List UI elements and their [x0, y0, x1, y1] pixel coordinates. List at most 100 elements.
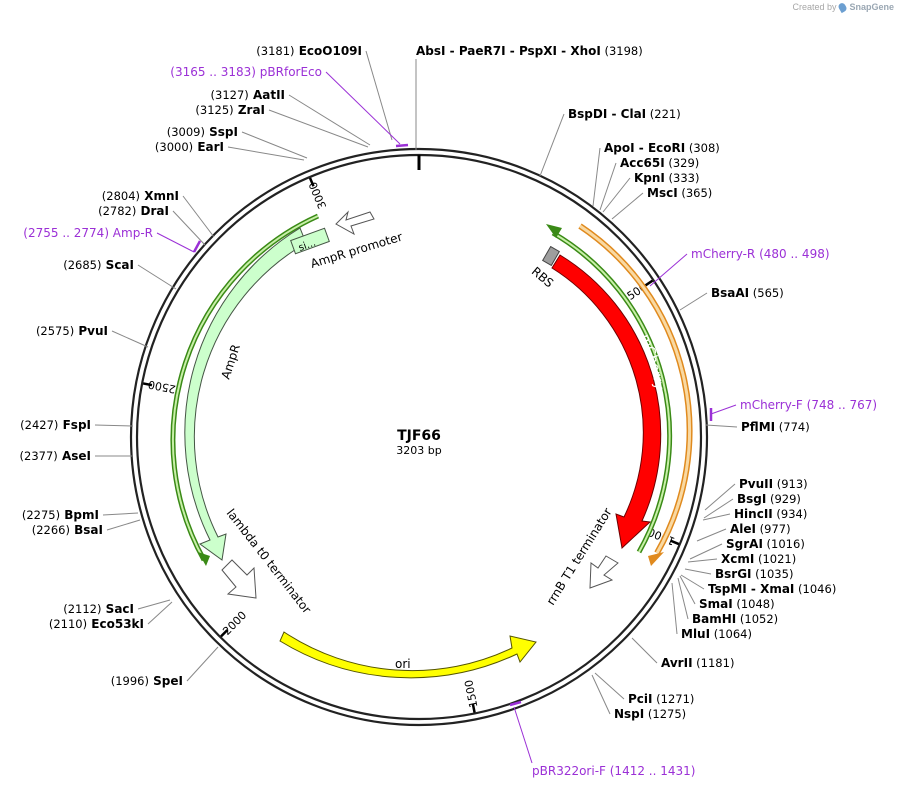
- primer-mark-pbr322ori: [509, 700, 522, 707]
- site-label-part: pBR322ori-F (1412 .. 1431): [532, 764, 695, 778]
- site-label-bsrgi: BsrGI (1035): [715, 567, 793, 581]
- site-label-part: (2685): [63, 258, 101, 272]
- leader-line-ampr-primer: [156, 232, 195, 253]
- backbone-outer-ring: [129, 147, 709, 727]
- site-label-part: Eco53kI: [87, 617, 144, 631]
- leader-line-smai: [679, 575, 696, 605]
- leader-line-eco53ki: [147, 601, 173, 625]
- primer-mark-pbrforeco: [395, 143, 409, 148]
- site-label-eari: (3000) EarI: [155, 140, 224, 154]
- site-label-part: (1021): [754, 552, 796, 566]
- site-label-bsgi: BsgI (929): [737, 492, 801, 506]
- site-label-part: (333): [665, 171, 700, 185]
- site-label-part: XmaI: [760, 582, 794, 596]
- site-label-kpni: KpnI (333): [634, 171, 700, 185]
- site-label-part: PflMI: [741, 420, 775, 434]
- site-label-part: (3000): [155, 140, 193, 154]
- site-label-part: (774): [775, 420, 810, 434]
- ori-arrow: [279, 631, 537, 679]
- site-label-alei: AleI (977): [730, 522, 791, 536]
- site-label-bsai: (2266) BsaI: [32, 523, 103, 537]
- scale-tick-label: 2000: [220, 609, 249, 638]
- site-label-part: XcmI: [721, 552, 754, 566]
- site-label-asei: (2377) AseI: [20, 449, 91, 463]
- site-label-part: BamHI: [692, 612, 736, 626]
- site-label-part: SacI: [102, 602, 135, 616]
- site-label-acc65i: Acc65I (329): [620, 156, 699, 170]
- site-label-part: -: [506, 44, 519, 58]
- site-label-eco53ki: (2110) Eco53kI: [49, 617, 144, 631]
- leader-line-apoi: [592, 147, 601, 207]
- site-label-part: (2782): [98, 204, 136, 218]
- feature-strand-green-left: [170, 213, 320, 566]
- site-label-zrai: (3125) ZraI: [195, 103, 265, 117]
- site-label-part: (3181): [256, 44, 294, 58]
- site-label-part: EcoRI: [648, 141, 685, 155]
- site-label-pbrforeco: (3165 .. 3183) pBRforEco: [170, 65, 322, 79]
- site-label-bamhi: BamHI (1052): [692, 612, 778, 626]
- ori-label: ori: [395, 657, 411, 671]
- site-label-part: SspI: [205, 125, 238, 139]
- scale-tick: [471, 703, 476, 713]
- rrnb-terminator-label: rrnB T1 terminator: [544, 505, 615, 607]
- leader-line-mcherryf: [710, 404, 737, 415]
- lambda-terminator-arrow: [221, 559, 257, 599]
- site-label-part: (1035): [752, 567, 794, 581]
- leader-line-pvuii: [704, 483, 736, 511]
- leader-line-bpmi: [102, 512, 139, 516]
- leader-line-saci: [137, 599, 171, 610]
- site-label-part: BsaI: [70, 523, 103, 537]
- mcherry-arrow: [551, 254, 662, 549]
- site-label-spei: (1996) SpeI: [111, 674, 183, 688]
- site-label-part: (2266): [32, 523, 70, 537]
- site-label-part: EarI: [193, 140, 224, 154]
- feature-ori: ori: [279, 631, 537, 679]
- leader-line-sspi: [241, 131, 308, 159]
- site-label-pbr322ori: pBR322ori-F (1412 .. 1431): [532, 764, 695, 778]
- site-label-part: (3198): [601, 44, 643, 58]
- ampr-label: AmpR: [219, 342, 243, 380]
- primer-marks: [192, 143, 713, 707]
- site-label-drai: (2782) DraI: [98, 204, 169, 218]
- site-label-pvui: (2575) PvuI: [36, 324, 108, 338]
- site-label-part: ApoI: [604, 141, 635, 155]
- site-label-part: XhoI: [570, 44, 601, 58]
- site-label-part: BpmI: [60, 508, 99, 522]
- leader-line-xmni: [182, 195, 215, 238]
- site-label-part: XmnI: [140, 189, 179, 203]
- site-label-part: (2275): [22, 508, 60, 522]
- leader-line-ecoo109i: [365, 50, 393, 141]
- site-label-part: (1275): [644, 707, 686, 721]
- leader-line-kpni: [602, 177, 631, 213]
- site-label-part: (565): [749, 286, 784, 300]
- scale-tick: [142, 382, 153, 387]
- site-label-part: (934): [773, 507, 808, 521]
- site-leader-lines: [94, 50, 738, 764]
- site-label-part: SpeI: [149, 674, 183, 688]
- site-label-part: (3009): [167, 125, 205, 139]
- site-label-part: (308): [685, 141, 720, 155]
- site-label-mcherryf: mCherry-F (748 .. 767): [740, 398, 877, 412]
- leader-line-alei: [696, 528, 727, 542]
- site-label-sspi: (3009) SspI: [167, 125, 238, 139]
- leader-line-spei: [186, 646, 219, 682]
- leader-line-xcmi: [687, 558, 718, 563]
- site-label-mcherryr: mCherry-R (480 .. 498): [691, 247, 830, 261]
- site-label-aatii: (3127) AatII: [211, 88, 285, 102]
- site-label-part: (2427): [20, 418, 58, 432]
- site-label-part: (2110): [49, 617, 87, 631]
- leader-line-bspdi: [539, 113, 565, 177]
- leader-line-bsrgi: [684, 568, 712, 575]
- feature-lambda-terminator: lambda t0 terminator: [221, 506, 314, 616]
- rrnb-terminator-arrow: [589, 555, 619, 589]
- leader-line-aatii: [288, 94, 371, 146]
- site-label-part: DraI: [136, 204, 169, 218]
- site-label-part: (2575): [36, 324, 74, 338]
- site-label-tspmi: TspMI - XmaI (1046): [708, 582, 836, 596]
- site-label-part: BsaAI: [711, 286, 749, 300]
- site-label-part: AvrII: [661, 656, 693, 670]
- signal-box: [290, 227, 330, 255]
- site-label-part: KpnI: [634, 171, 665, 185]
- leader-line-nspi: [591, 674, 611, 715]
- site-label-part: EcoO109I: [295, 44, 362, 58]
